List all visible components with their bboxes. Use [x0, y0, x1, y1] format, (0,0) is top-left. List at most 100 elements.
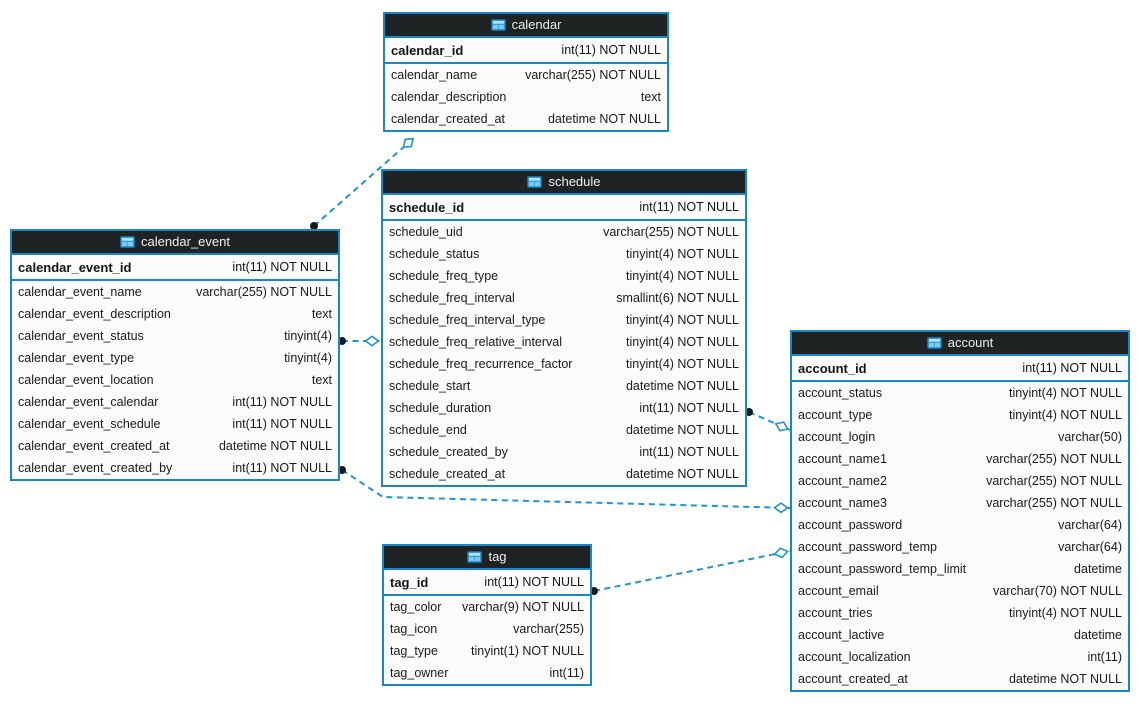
- connector-diamond: [402, 137, 415, 149]
- column-type: datetime NOT NULL: [1008, 672, 1122, 686]
- column-type: varchar(255) NOT NULL: [603, 225, 739, 239]
- column-row[interactable]: account_status tinyint(4) NOT NULL: [792, 382, 1128, 404]
- relationship-calendar_event-account[interactable]: [338, 466, 791, 514]
- column-name: account_status: [798, 386, 883, 400]
- column-type: varchar(255) NOT NULL: [196, 285, 332, 299]
- column-name: account_type: [798, 408, 873, 422]
- column-name: calendar_created_at: [391, 112, 505, 126]
- column-name: calendar_event_type: [18, 351, 135, 365]
- column-name: schedule_end: [389, 423, 467, 437]
- table-header[interactable]: schedule: [383, 171, 745, 195]
- relationship-calendar_event-calendar[interactable]: [310, 136, 416, 230]
- column-type: int(11) NOT NULL: [232, 461, 332, 475]
- table-icon: [467, 551, 483, 563]
- column-name: schedule_status: [389, 247, 480, 261]
- connector-dot: [310, 222, 318, 230]
- column-name: account_id: [798, 360, 867, 376]
- column-type: varchar(64): [1058, 518, 1122, 532]
- column-type: tinyint(4) NOT NULL: [1009, 386, 1122, 400]
- column-type: datetime NOT NULL: [547, 112, 661, 126]
- relationship-tag-account[interactable]: [590, 547, 791, 595]
- column-name: account_tries: [798, 606, 873, 620]
- column-type: int(11) NOT NULL: [232, 395, 332, 409]
- column-type: tinyint(4): [284, 329, 332, 343]
- table-title: tag: [488, 549, 507, 564]
- column-row[interactable]: account_type tinyint(4) NOT NULL: [792, 404, 1128, 426]
- table-title: schedule: [548, 174, 601, 189]
- column-type: tinyint(4) NOT NULL: [626, 357, 739, 371]
- table-header[interactable]: account: [792, 332, 1128, 356]
- column-type: int(11) NOT NULL: [232, 417, 332, 431]
- column-type: varchar(64): [1058, 540, 1122, 554]
- column-type: int(11) NOT NULL: [561, 43, 661, 57]
- column-type: varchar(255) NOT NULL: [986, 474, 1122, 488]
- relationship-schedule-account[interactable]: [745, 408, 791, 432]
- column-type: tinyint(4) NOT NULL: [1009, 408, 1122, 422]
- column-name: calendar_event_location: [18, 373, 154, 387]
- column-name: account_name3: [798, 496, 887, 510]
- table-header[interactable]: calendar_event: [12, 231, 338, 255]
- connector-diamond: [364, 335, 380, 347]
- column-type: int(11) NOT NULL: [639, 401, 739, 415]
- column-type: tinyint(4) NOT NULL: [626, 313, 739, 327]
- table-header[interactable]: calendar: [385, 14, 667, 38]
- column-name: calendar_name: [391, 68, 478, 82]
- column-row[interactable]: calendar_created_at datetime NOT NULL: [385, 108, 667, 130]
- table-header[interactable]: tag: [384, 546, 590, 570]
- column-name: tag_owner: [390, 666, 449, 680]
- connector-dot: [745, 408, 753, 416]
- column-name: account_email: [798, 584, 879, 598]
- relationship-calendar_event-schedule[interactable]: [338, 335, 381, 347]
